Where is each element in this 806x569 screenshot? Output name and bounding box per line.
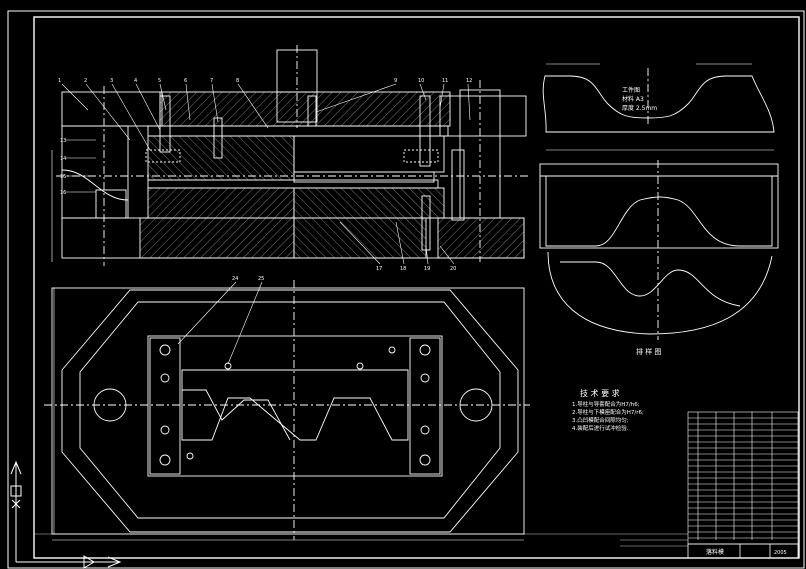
callout-1: 1 bbox=[58, 78, 61, 84]
callout-16: 16 bbox=[60, 190, 66, 196]
callout-3: 3 bbox=[110, 78, 113, 84]
callout-25: 25 bbox=[258, 276, 264, 282]
plan-screw-holes bbox=[159, 344, 431, 466]
callout-7: 7 bbox=[210, 78, 213, 84]
callout-2: 2 bbox=[84, 78, 87, 84]
inner-drawing-frame bbox=[33, 16, 800, 559]
callout-8: 8 bbox=[236, 78, 239, 84]
front-leaders bbox=[61, 83, 471, 265]
tech-req-item-3: 3.凸凹模配合间隙均匀; bbox=[572, 416, 629, 424]
parts-list-table bbox=[687, 411, 799, 545]
callout-5: 5 bbox=[158, 78, 161, 84]
callout-11: 11 bbox=[442, 78, 448, 84]
tech-req-title: 技 术 要 求 bbox=[580, 388, 620, 398]
callout-4: 4 bbox=[134, 78, 137, 84]
strip-layout-view bbox=[539, 160, 779, 340]
front-callout-numbers: 1 2 3 4 5 6 7 8 9 10 11 12 13 14 15 16 1… bbox=[58, 78, 472, 272]
callout-13: 13 bbox=[60, 138, 66, 144]
callout-24: 24 bbox=[232, 276, 238, 282]
callout-19: 19 bbox=[424, 266, 430, 272]
callout-15: 15 bbox=[60, 174, 66, 180]
plan-view bbox=[44, 150, 530, 541]
technical-requirements: 技 术 要 求 1.导柱与导套配合为H7/h6; 2.导柱与下模座配合为H7/r… bbox=[572, 388, 644, 432]
callout-6: 6 bbox=[184, 78, 187, 84]
ucs-axis-icon bbox=[10, 460, 122, 569]
tech-req-item-2: 2.导柱与下模座配合为H7/r6; bbox=[572, 408, 644, 416]
workpiece-title: 工件图 bbox=[622, 86, 640, 94]
callout-18: 18 bbox=[400, 266, 406, 272]
workpiece-view bbox=[542, 63, 775, 151]
callout-12: 12 bbox=[466, 78, 472, 84]
workpiece-thickness: 厚度 2.5mm bbox=[622, 104, 657, 112]
tech-req-item-4: 4.装配后进行试冲检验. bbox=[572, 424, 629, 432]
title-block-code: 2005 bbox=[774, 550, 787, 556]
workpiece-material: 材料 A3 bbox=[622, 95, 644, 103]
front-section-view bbox=[56, 45, 530, 266]
outer-sheet-border bbox=[7, 10, 805, 569]
plan-callout-numbers: 24 25 bbox=[232, 276, 264, 282]
strip-view-caption: 排 样 图 bbox=[636, 347, 661, 356]
callout-9: 9 bbox=[394, 78, 397, 84]
title-block bbox=[34, 533, 799, 559]
callout-10: 10 bbox=[418, 78, 424, 84]
callout-20: 20 bbox=[450, 266, 456, 272]
tech-req-item-1: 1.导柱与导套配合为H7/h6; bbox=[572, 400, 640, 408]
workpiece-note: 工件图 材料 A3 厚度 2.5mm bbox=[622, 86, 657, 112]
title-block-name: 落料模 bbox=[706, 548, 724, 556]
callout-14: 14 bbox=[60, 156, 66, 162]
callout-17: 17 bbox=[376, 266, 382, 272]
